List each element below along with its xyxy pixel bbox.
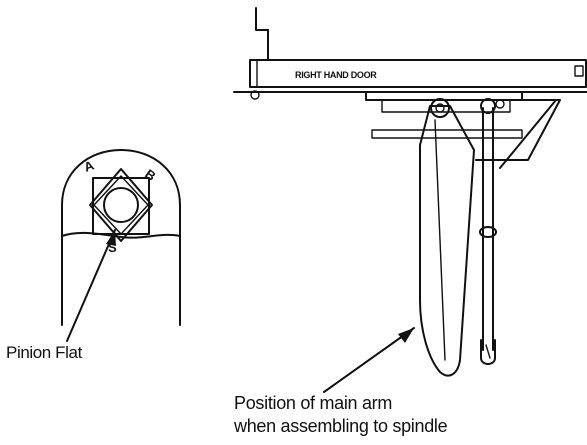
pinion-flat-label: Pinion Flat [6,343,82,362]
forearm-pivot [480,98,496,114]
forearm-pivot-small [495,99,505,109]
closer-body [365,91,523,101]
pinion-spindle-circle [103,187,139,223]
pinion-mark-s: S [108,240,117,255]
main-arm-callout-line2: when assembling to spindle [234,416,448,436]
main-arm-arrowhead [398,328,414,343]
forearm-shoe-tick [485,344,491,359]
main-arm-leader [323,327,415,393]
door-right-tab [574,65,584,77]
main-arm-callout-line1: Position of main arm [234,393,393,413]
main-arm [419,105,475,377]
pinion-housing-base [61,231,181,239]
forearm-shoe [480,339,496,365]
closer-bracket [381,99,511,113]
closer-end-plate [475,99,561,161]
door-label: RIGHT HAND DOOR [295,70,377,80]
spindle-inner [435,103,445,113]
pinion-body [61,235,181,326]
pinion-detail: A B S [61,149,181,342]
pinion-flat-leader [66,229,116,342]
door-hinge-knob [250,90,260,100]
forearm-collar [479,226,497,238]
pinion-diamond [89,168,153,242]
pinion-mark-a: A [82,157,97,175]
pinion-housing-outline [61,149,181,237]
pinion-mark-b: B [142,166,158,184]
main-arm-inner [434,119,446,361]
pinion-inner-diamond [93,175,149,235]
closer-leader [499,99,557,169]
pinion-square [92,177,150,235]
door-assembly: RIGHT HAND DOOR [233,7,587,393]
door-panel [249,59,587,88]
door-frame-step [255,7,269,61]
pinion-flat-arrowhead [106,230,116,246]
guide-bar [371,129,523,139]
spindle-outer [430,98,450,118]
